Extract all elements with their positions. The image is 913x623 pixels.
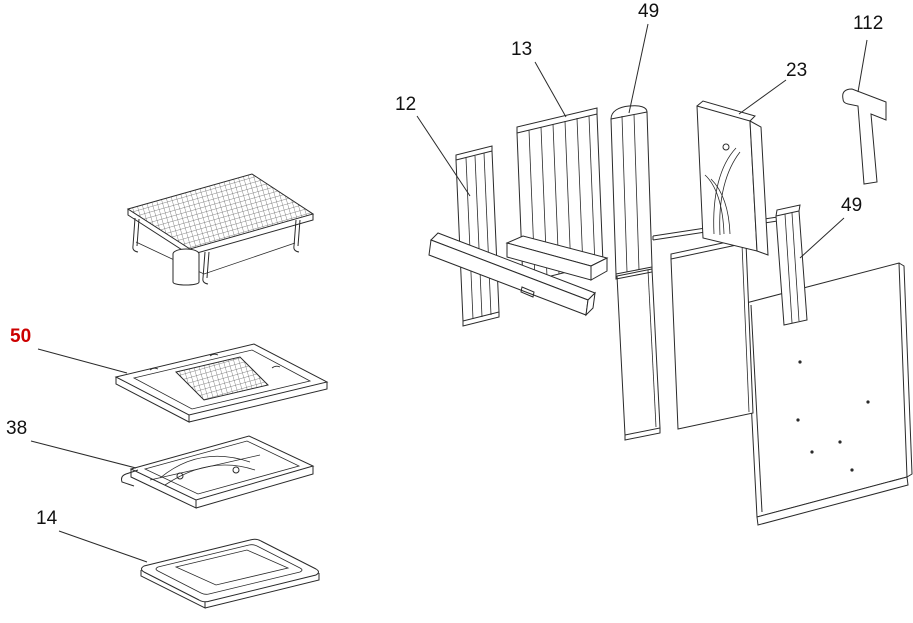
part-label-50-highlighted: 50 — [10, 326, 32, 347]
panel-12-drawing — [455, 145, 500, 327]
part-label-49-right: 49 — [841, 195, 863, 216]
part-label-112: 112 — [853, 13, 884, 34]
mid-panel-drawing — [670, 237, 754, 430]
back-panel-drawing — [745, 262, 913, 526]
part-label-13: 13 — [511, 39, 533, 60]
strip-49-top-drawing — [610, 105, 653, 280]
part-14-drawing — [140, 538, 320, 609]
strip-49-right-drawing — [775, 204, 808, 326]
bracket-112-drawing — [842, 88, 887, 185]
leader-lines — [30, 23, 868, 563]
part-50-drawing — [114, 343, 329, 423]
part-label-38: 38 — [6, 418, 28, 439]
front-bar-drawing — [428, 232, 596, 317]
side-column-drawing — [616, 268, 661, 441]
shelf-drawing — [505, 235, 609, 281]
part-label-23: 23 — [786, 60, 808, 81]
part-label-49-top: 49 — [638, 1, 660, 22]
part-38-drawing — [121, 435, 315, 509]
part-label-14: 14 — [36, 508, 58, 529]
part-label-12: 12 — [395, 94, 417, 115]
grate-assembly-drawing — [126, 173, 315, 286]
panel-23-drawing — [696, 100, 769, 256]
